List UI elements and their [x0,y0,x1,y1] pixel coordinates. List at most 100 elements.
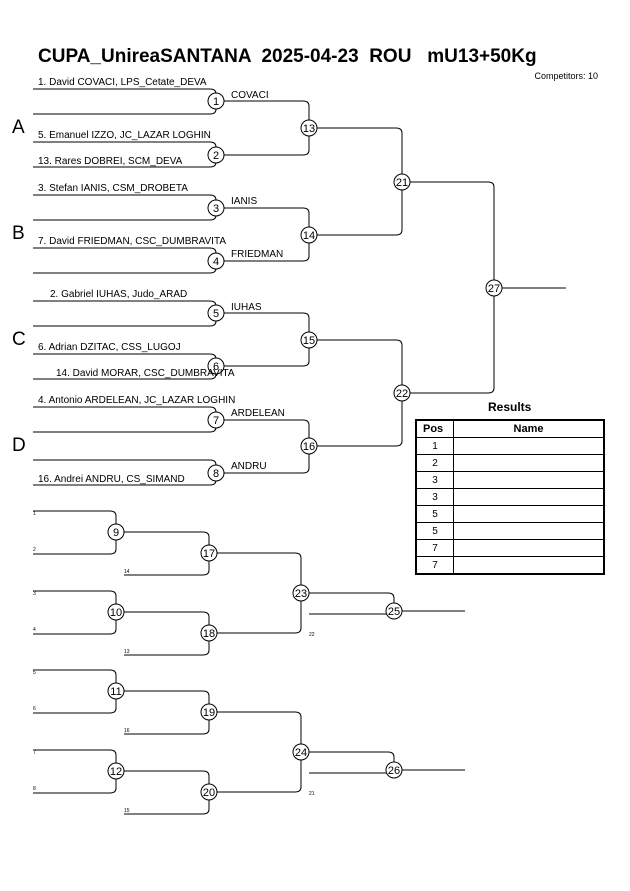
match-number: 16 [303,441,315,453]
match-number: 26 [388,765,400,777]
results-row: 5 [415,522,605,540]
results-row: 2 [415,454,605,472]
competitor-label: 2. Gabriel IUHAS, Judo_ARAD [50,289,187,300]
competitor-count: Competitors: 10 [534,71,598,81]
bracket-connector [317,127,403,236]
results-row: 1 [415,437,605,455]
competitor-label: 1. David COVACI, LPS_Cetate_DEVA [38,77,207,88]
results-row: 5 [415,505,605,523]
match-number: 5 [213,308,219,320]
round1-winner-name: ANDRU [231,461,267,472]
match-number: 2 [213,150,219,162]
bracket-connector [309,751,395,774]
results-pos-cell: 5 [415,505,454,523]
match-number: 22 [396,388,408,400]
results-row: 3 [415,488,605,506]
results-pos-header: Pos [415,419,454,438]
repechage-slot-label: 6 [33,706,36,712]
bracket-connector [124,690,210,735]
bracket-connector [124,611,210,656]
pool-letter: D [12,435,26,456]
repechage-slot-label: 3 [33,591,36,597]
match-number: 4 [213,256,219,268]
competitor-label: 6. Adrian DZITAC, CSS_LUGOJ [38,342,181,353]
repechage-feed-label: 14 [124,569,130,575]
match-number: 27 [488,283,500,295]
competitor-label: 16. Andrei ANDRU, CS_SIMAND [38,474,185,485]
bracket-connector [33,749,117,794]
match-number: 7 [213,415,219,427]
bracket-connector [33,88,217,115]
bracket-connector [33,669,117,714]
match-number: 14 [303,230,315,242]
repechage-slot-label: 1 [33,511,36,517]
repechage-slot-label: 7 [33,750,36,756]
repechage-slot-label: 2 [33,547,36,553]
match-number: 8 [213,468,219,480]
results-header-row: Pos Name [415,419,605,438]
repechage-feed-label: 15 [124,808,130,814]
round1-winner-name: IANIS [231,196,257,207]
repechage-feed-label: 16 [124,728,130,734]
results-row: 3 [415,471,605,489]
match-number: 19 [203,707,215,719]
results-pos-cell: 5 [415,522,454,540]
repechage-feed-label: 13 [124,649,130,655]
bracket-connector [124,531,210,576]
page-title: CUPA_UnireaSANTANA 2025-04-23 ROU mU13+5… [38,46,537,67]
competitor-label: 4. Antonio ARDELEAN, JC_LAZAR LOGHIN [38,395,235,406]
competitor-label: 14. David MORAR, CSC_DUMBRAVITA [56,368,235,379]
results-name-cell [453,437,605,455]
bracket-connector [410,181,495,394]
match-number: 25 [388,606,400,618]
bracket-connector [33,590,117,635]
bracket-connector [224,100,310,156]
match-number: 6 [213,361,219,373]
competitor-label: 7. David FRIEDMAN, CSC_DUMBRAVITA [38,236,226,247]
results-name-cell [453,454,605,472]
round1-winner-name: COVACI [231,90,269,101]
bracket-connector [317,339,403,447]
match-number: 9 [113,527,119,539]
repechage-slot-label: 5 [33,670,36,676]
results-pos-cell: 3 [415,471,454,489]
match-number: 24 [295,747,307,759]
results-pos-cell: 7 [415,539,454,557]
bracket-connector [33,194,217,221]
repechage-slot-label: 4 [33,627,36,633]
repechage-feed-label: 21 [309,791,315,797]
bracket-connector [33,247,217,274]
pool-letter: C [12,329,26,350]
repechage-slot-label: 8 [33,786,36,792]
results-pos-cell: 1 [415,437,454,455]
competitor-label: 13. Rares DOBREI, SCM_DEVA [38,156,183,167]
results-pos-cell: 7 [415,556,454,575]
results-name-cell [453,522,605,540]
competitor-label: 5. Emanuel IZZO, JC_LAZAR LOGHIN [38,130,211,141]
match-number: 1 [213,96,219,108]
match-number: 17 [203,548,215,560]
bracket-connector [217,552,302,634]
match-number: 20 [203,787,215,799]
round1-winner-name: IUHAS [231,302,262,313]
bracket-connector [33,406,217,433]
results-name-cell [453,488,605,506]
bracket-connector [224,312,310,367]
repechage-feed-label: 22 [309,632,315,638]
match-number: 12 [110,766,122,778]
results-name-cell [453,505,605,523]
match-number: 3 [213,203,219,215]
bracket-connector [309,592,395,615]
match-number: 10 [110,607,122,619]
match-number: 11 [110,686,121,698]
results-pos-cell: 2 [415,454,454,472]
results-name-header: Name [453,419,605,438]
bracket-connector [33,510,117,555]
round1-winner-name: ARDELEAN [231,408,285,419]
match-number: 18 [203,628,215,640]
bracket-connector [33,300,217,327]
results-title: Results [488,400,532,414]
